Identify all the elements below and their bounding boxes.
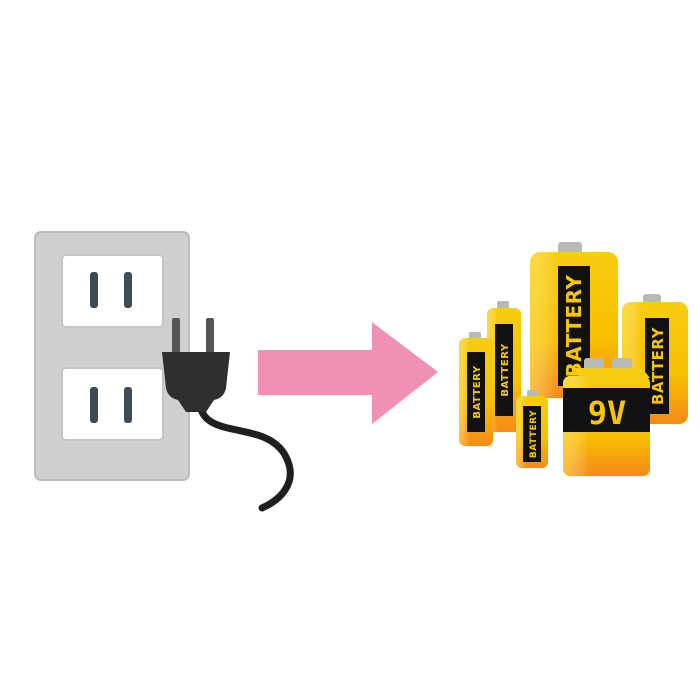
plug-prong-right bbox=[206, 318, 214, 358]
battery-label-large: BATTERY bbox=[562, 275, 586, 378]
battery-9v-label: 9V bbox=[588, 394, 627, 432]
battery-label-aaa: BATTERY bbox=[529, 410, 539, 458]
power-cord bbox=[196, 401, 294, 512]
outlet-socket-bottom bbox=[61, 367, 164, 441]
outlet-socket-top bbox=[61, 254, 164, 328]
plug-prong-left bbox=[172, 318, 180, 358]
battery-label-aa-back: BATTERY bbox=[500, 343, 511, 396]
arrow-right-icon bbox=[258, 322, 438, 424]
battery-aa-back: BATTERY bbox=[487, 301, 521, 432]
battery-aaa: BATTERY bbox=[516, 390, 548, 468]
plug-head bbox=[162, 352, 230, 412]
power-plug-icon bbox=[162, 318, 294, 512]
battery-label-aa-front: BATTERY bbox=[472, 365, 483, 418]
battery-label-medium: BATTERY bbox=[649, 326, 667, 405]
wall-outlet-icon bbox=[34, 231, 190, 481]
battery-aa-front: BATTERY bbox=[459, 332, 493, 446]
battery-9v: 9V bbox=[563, 358, 650, 476]
batteries-icon: BATTERY BATTERY BATTERY BATTERY bbox=[459, 242, 688, 476]
